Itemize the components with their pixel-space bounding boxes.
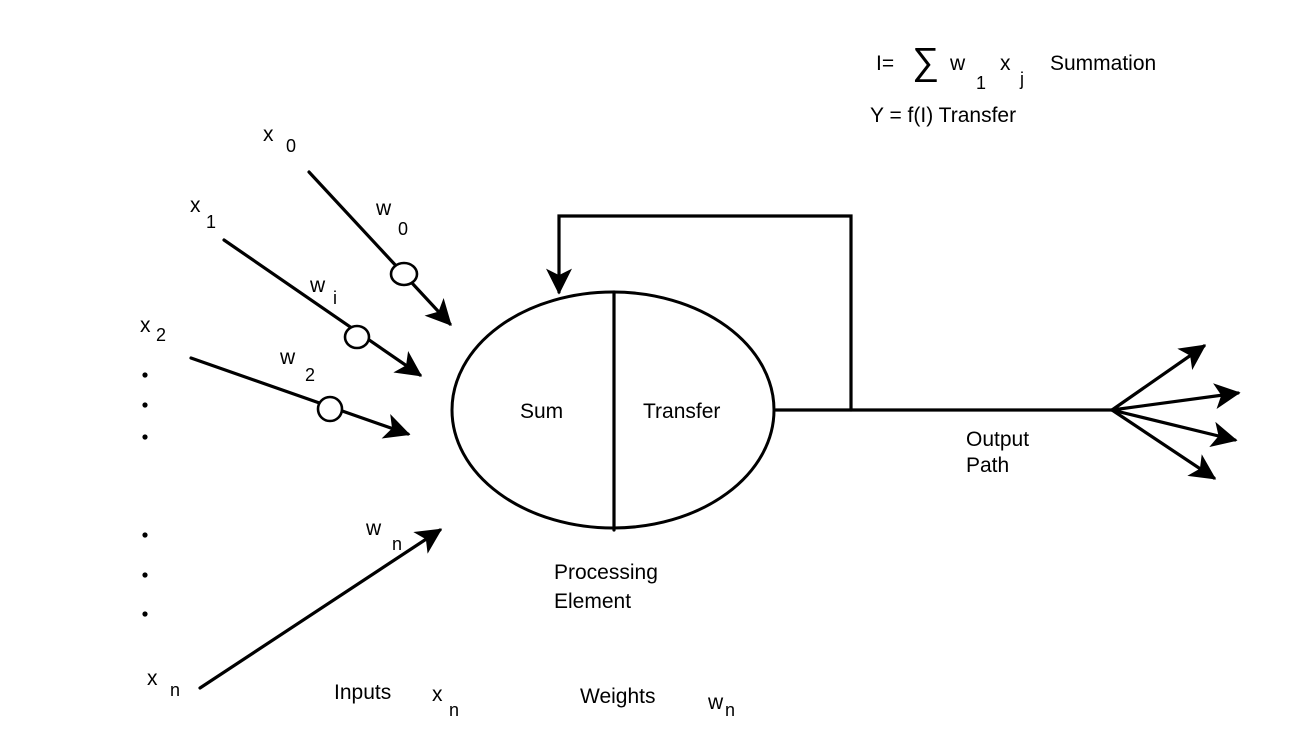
feedback-loop: [546, 214, 853, 412]
ellipsis-dot: [142, 572, 148, 578]
inputs-legend-symbol: x n: [432, 683, 459, 720]
input-line-x2: [189, 356, 411, 439]
ellipsis-dot: [142, 532, 148, 538]
weight-node-w0: [389, 261, 419, 287]
transfer-formula: Y = f(I) Transfer: [870, 104, 1016, 127]
formula-w: w: [949, 52, 966, 75]
processing-element: Sum Transfer: [450, 290, 776, 532]
output-branch-arrow: [1110, 408, 1217, 480]
weight-w0-subscript: 0: [398, 219, 408, 239]
weight-wn-subscript: n: [392, 534, 402, 554]
input-label-xn: x n: [147, 667, 180, 700]
weight-node-w2: [316, 395, 344, 423]
processing-element-caption-line1: Processing: [554, 561, 658, 584]
inputs-legend-base: x: [432, 683, 443, 706]
input-label-x2: x 2: [140, 314, 166, 345]
formula-w-subscript: 1: [976, 73, 986, 93]
weights-legend-symbol: w n: [707, 691, 735, 720]
weights-legend-label: Weights: [580, 685, 655, 708]
ellipsis-dot: [142, 611, 148, 617]
input-xn-base: x: [147, 667, 158, 690]
summation-formula: I= ∑ w 1 x j Summation: [876, 41, 1156, 93]
input-label-x0: x 0: [263, 123, 296, 156]
output-branch-arrow: [1110, 383, 1241, 412]
input-line-xn: [198, 528, 443, 690]
input-x2-base: x: [140, 314, 151, 337]
formula-lhs: I=: [876, 52, 894, 75]
input-x1-base: x: [190, 194, 201, 217]
weight-wi-subscript: i: [333, 288, 337, 308]
input-x0-base: x: [263, 123, 274, 146]
weight-label-wi: w i: [309, 274, 337, 308]
weights-legend-subscript: n: [725, 700, 735, 720]
ellipsis-dots: [142, 372, 148, 617]
inputs-legend-label: Inputs: [334, 681, 391, 704]
sum-label: Sum: [520, 400, 563, 423]
inputs-legend-subscript: n: [449, 700, 459, 720]
weight-wn-base: w: [365, 517, 382, 540]
formula-x-subscript: j: [1019, 69, 1024, 89]
processing-element-caption-line2: Element: [554, 590, 631, 613]
weight-w0-base: w: [375, 197, 392, 220]
sigma-symbol: ∑: [912, 41, 939, 83]
weights-legend-base: w: [707, 691, 724, 714]
output-label-line2: Path: [966, 454, 1009, 477]
weight-label-wn: w n: [365, 517, 402, 554]
input-x1-subscript: 1: [206, 212, 216, 232]
input-xn-subscript: n: [170, 680, 180, 700]
formula-x: x: [1000, 52, 1011, 75]
weight-w2-subscript: 2: [305, 365, 315, 385]
input-line-x1: [222, 238, 423, 377]
ellipsis-dot: [142, 402, 148, 408]
output-branch-arrow: [1110, 344, 1207, 412]
weight-label-w0: w 0: [375, 197, 408, 239]
input-line-x0: [307, 170, 452, 326]
ellipsis-dot: [142, 372, 148, 378]
ellipsis-dot: [142, 434, 148, 440]
weight-node-wi: [343, 324, 371, 350]
input-x2-subscript: 2: [156, 325, 166, 345]
summation-label: Summation: [1050, 52, 1156, 75]
input-x0-subscript: 0: [286, 136, 296, 156]
weight-label-w2: w 2: [279, 346, 315, 385]
weight-w2-base: w: [279, 346, 296, 369]
weight-wi-base: w: [309, 274, 326, 297]
output-branch-arrow: [1110, 408, 1238, 448]
input-label-x1: x 1: [190, 194, 216, 232]
output-label-line1: Output: [966, 428, 1029, 451]
transfer-label: Transfer: [643, 400, 720, 423]
